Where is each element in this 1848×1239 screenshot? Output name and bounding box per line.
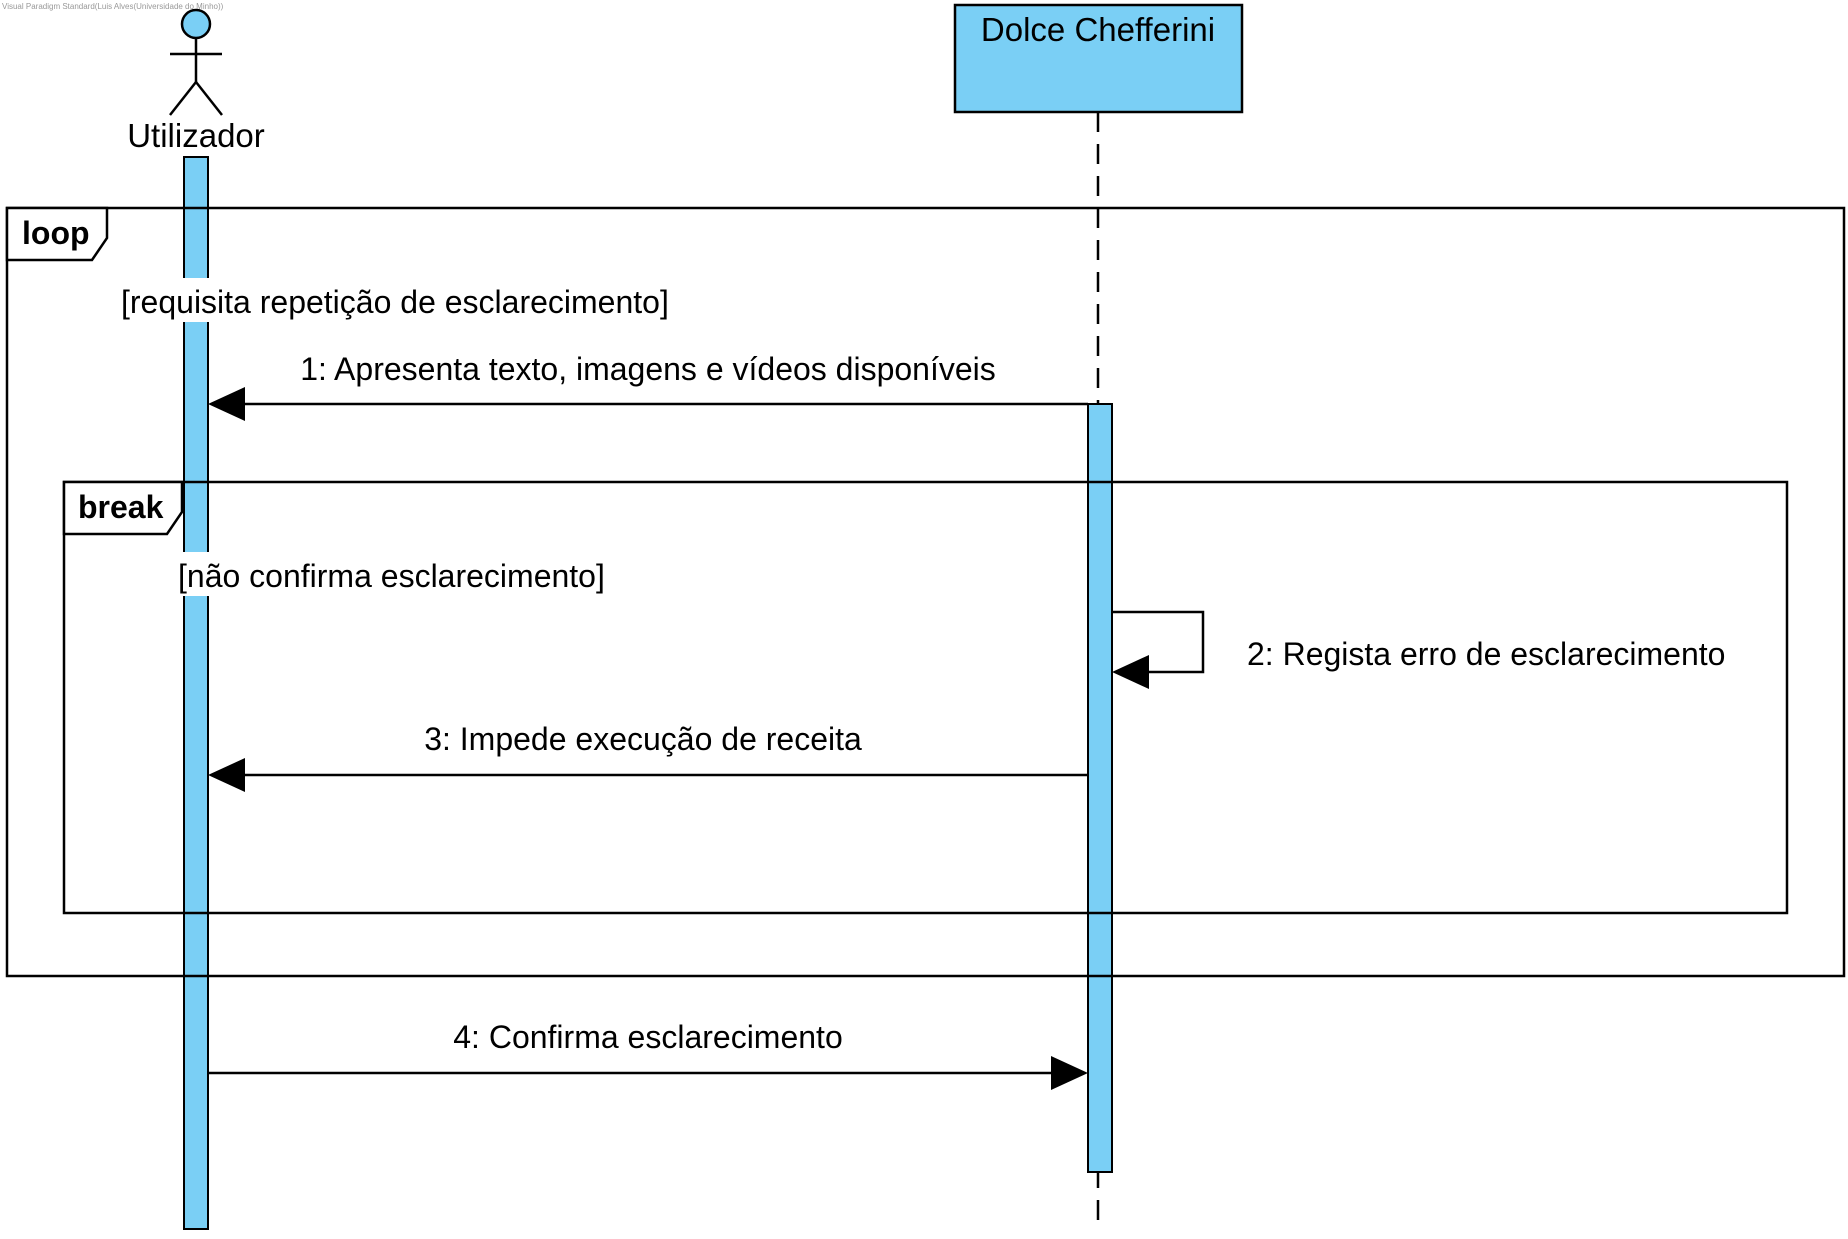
actor-name: Utilizador [127,117,265,154]
break-operator: break [78,489,164,525]
loop-guard: [requisita repetição de esclarecimento] [121,284,669,320]
break-frame [62,480,1789,915]
watermark-text: Visual Paradigm Standard(Luis Alves(Univ… [2,2,224,11]
actor-utilizador[interactable]: Utilizador [127,8,265,154]
loop-guard-bg [116,278,694,322]
participant-box [953,3,1244,114]
break-guard: [não confirma esclarecimento] [178,558,605,594]
participant-dolce-chefferini[interactable]: Dolce Chefferini [953,3,1244,114]
message-4-arrowhead [1051,1056,1088,1090]
message-4-label: 4: Confirma esclarecimento [453,1019,842,1055]
activation-bar-utilizador[interactable] [183,156,209,1230]
message-3[interactable]: 3: Impede execução de receita [208,721,1088,792]
message-3-label: 3: Impede execução de receita [424,721,862,757]
break-guard-bg [174,552,624,596]
loop-tag-box [5,206,109,262]
message-3-arrowhead [208,758,245,792]
message-4[interactable]: 4: Confirma esclarecimento [208,1019,1088,1090]
participant-name: Dolce Chefferini [981,11,1215,48]
message-1-arrowhead [208,387,245,421]
activation-bar-dolce-chefferini[interactable] [1087,403,1113,1173]
message-1-label: 1: Apresenta texto, imagens e vídeos dis… [300,351,996,387]
message-2-line [1112,610,1205,674]
break-tag-box [62,480,184,536]
loop-operator: loop [22,215,90,251]
message-2-label: 2: Regista erro de esclarecimento [1247,636,1725,672]
break-fragment[interactable]: break [não confirma esclarecimento] [62,480,1789,915]
stick-figure-actor-icon [169,8,223,116]
message-1[interactable]: 1: Apresenta texto, imagens e vídeos dis… [208,351,1088,421]
loop-frame [5,206,1846,978]
message-2-arrowhead [1112,655,1149,689]
message-2[interactable]: 2: Regista erro de esclarecimento [1112,610,1725,689]
loop-fragment[interactable]: loop [requisita repetição de esclarecime… [5,206,1846,978]
